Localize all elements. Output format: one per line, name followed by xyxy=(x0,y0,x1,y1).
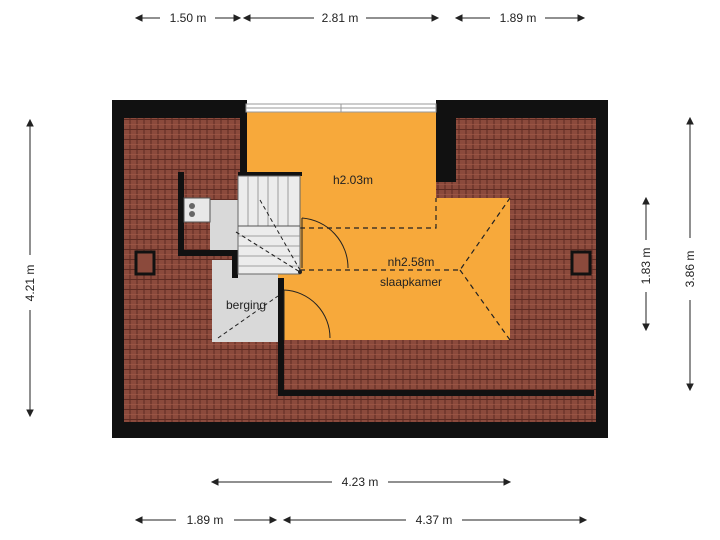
dim-top-2: 2.81 m xyxy=(322,11,359,25)
dimension-top xyxy=(134,14,586,22)
door-swing-icon xyxy=(301,217,349,269)
bedroom-ceiling-label: nh2.58m xyxy=(388,255,435,269)
bedroom-name-label: slaapkamer xyxy=(380,275,442,289)
wall-stair-bottom xyxy=(178,250,238,256)
wall-stair-left xyxy=(178,172,184,254)
dim-bottom-outer-1: 1.89 m xyxy=(187,513,224,527)
dim-top-3: 1.89 m xyxy=(500,11,537,25)
wall-right-dormer xyxy=(436,100,456,182)
dim-left: 4.21 m xyxy=(23,265,37,302)
bedroom-area xyxy=(246,112,510,340)
dimension-right-inner xyxy=(642,196,650,332)
stair-icon xyxy=(235,175,302,275)
chimney-icon xyxy=(134,250,592,276)
dimension-right-outer xyxy=(686,116,694,392)
wall-bottom xyxy=(278,390,594,396)
dim-bottom-outer-2: 4.37 m xyxy=(416,513,453,527)
wall-stair-top xyxy=(238,172,302,176)
dimension-bottom-outer xyxy=(134,516,588,524)
landing-area xyxy=(210,200,240,252)
window-icon xyxy=(245,103,437,113)
kneewall-dashed xyxy=(300,198,437,229)
dim-right-outer: 3.86 m xyxy=(683,251,697,288)
dim-bottom-inner: 4.23 m xyxy=(342,475,379,489)
sink-icon xyxy=(183,197,211,223)
wall-storage-right xyxy=(278,278,284,396)
storage-dashed xyxy=(217,295,279,339)
wall-left-dormer xyxy=(240,100,247,172)
wall-stair-inner xyxy=(232,250,238,278)
dim-top-1: 1.50 m xyxy=(170,11,207,25)
roof-ridge-dashed xyxy=(300,197,511,271)
dimension-left xyxy=(26,118,34,418)
storage-name-label: berging xyxy=(226,298,266,312)
dimension-bottom-inner xyxy=(210,478,512,486)
storage-door-swing-icon xyxy=(283,289,331,340)
bedroom-height-label: h2.03m xyxy=(333,173,373,187)
dim-right-inner: 1.83 m xyxy=(639,248,653,285)
